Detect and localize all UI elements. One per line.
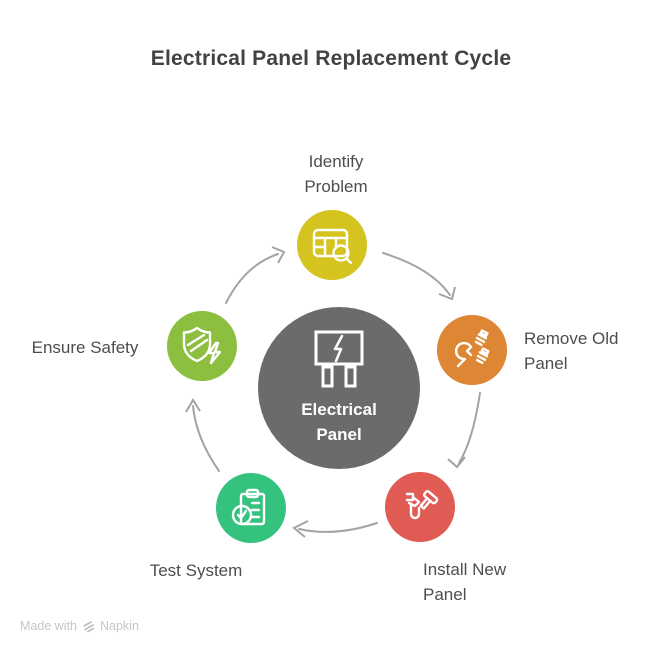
arrowhead-install-to-test — [292, 520, 309, 538]
node-ensure-safety — [167, 311, 237, 381]
hammer-tools-icon — [399, 486, 441, 528]
label-remove-old-panel: Remove Old Panel — [524, 329, 619, 373]
node-identify-problem — [297, 210, 367, 280]
arrow-safety-to-identify — [225, 253, 279, 304]
napkin-logo-icon — [82, 620, 95, 633]
page-title: Electrical Panel Replacement Cycle — [150, 47, 512, 70]
wrench-screws-icon — [451, 329, 493, 371]
arrowhead-test-to-safety — [185, 398, 201, 413]
center-node-electrical-panel: Electrical Panel — [258, 307, 420, 469]
made-with-napkin-watermark: Made with Napkin — [20, 619, 139, 633]
node-remove-old-panel — [437, 315, 507, 385]
watermark-brand: Napkin — [99, 619, 139, 633]
label-install-new-panel: Install New Panel — [423, 560, 507, 604]
arrow-remove-to-install — [458, 392, 481, 464]
shield-bolt-icon — [180, 325, 224, 367]
arrow-test-to-safety — [192, 405, 220, 472]
center-node-label: Electrical Panel — [301, 400, 377, 444]
arrowhead-identify-to-remove — [438, 286, 456, 301]
clipboard-check-icon — [230, 487, 272, 529]
arrowhead-remove-to-install — [447, 456, 466, 469]
arrow-install-to-test — [298, 522, 378, 533]
label-test-system: Test System — [149, 561, 243, 580]
label-ensure-safety: Ensure Safety — [31, 338, 139, 357]
node-install-new-panel — [385, 472, 455, 542]
panel-search-icon — [311, 224, 353, 266]
label-identify-problem: Identify Problem — [304, 152, 368, 196]
watermark-prefix: Made with — [20, 619, 77, 633]
electrical-panel-icon — [313, 329, 365, 391]
arrow-identify-to-remove — [382, 252, 451, 296]
arrowhead-safety-to-identify — [271, 246, 286, 264]
node-test-system — [216, 473, 286, 543]
